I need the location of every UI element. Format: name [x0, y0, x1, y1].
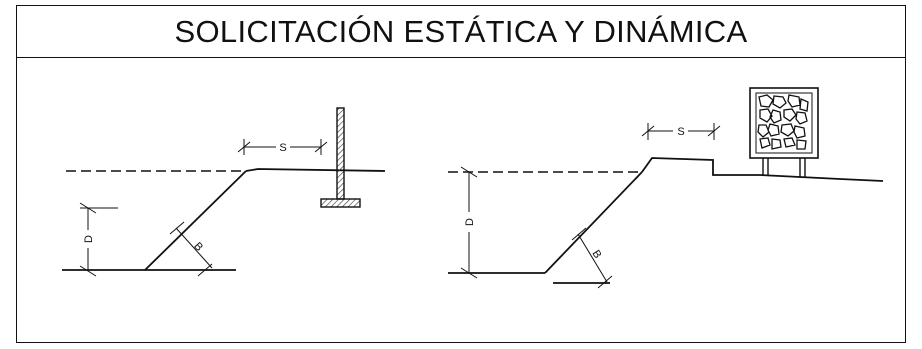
left-top-ground: [245, 168, 386, 172]
left-diagram: [62, 107, 386, 277]
machine-block: [749, 87, 819, 178]
diagram-title: SOLICITACIÓN ESTÁTICA Y DINÁMICA: [174, 13, 748, 49]
right-setback-dimension: [641, 123, 721, 140]
drawing-frame: SOLICITACIÓN ESTÁTICA Y DINÁMICA: [16, 5, 906, 343]
left-setback-dimension: [237, 139, 328, 155]
right-top-ground: [641, 157, 884, 182]
left-setback-label: S: [279, 142, 286, 154]
left-wall: [336, 107, 345, 200]
left-footing: [320, 198, 361, 208]
left-slope: [144, 170, 247, 271]
left-base-dimension: [169, 221, 213, 277]
right-depth-label: D: [464, 218, 476, 226]
right-diagram: [448, 87, 884, 289]
left-depth-label: D: [83, 235, 95, 243]
left-base-label: B: [191, 240, 205, 253]
right-base-label: B: [590, 248, 604, 261]
right-base-dimension: [571, 227, 613, 289]
right-setback-label: S: [677, 126, 684, 138]
right-depth-dimension: [460, 166, 478, 279]
right-slope: [544, 171, 643, 274]
left-depth-dimension: [79, 202, 118, 277]
title-bar: SOLICITACIÓN ESTÁTICA Y DINÁMICA: [17, 6, 905, 58]
